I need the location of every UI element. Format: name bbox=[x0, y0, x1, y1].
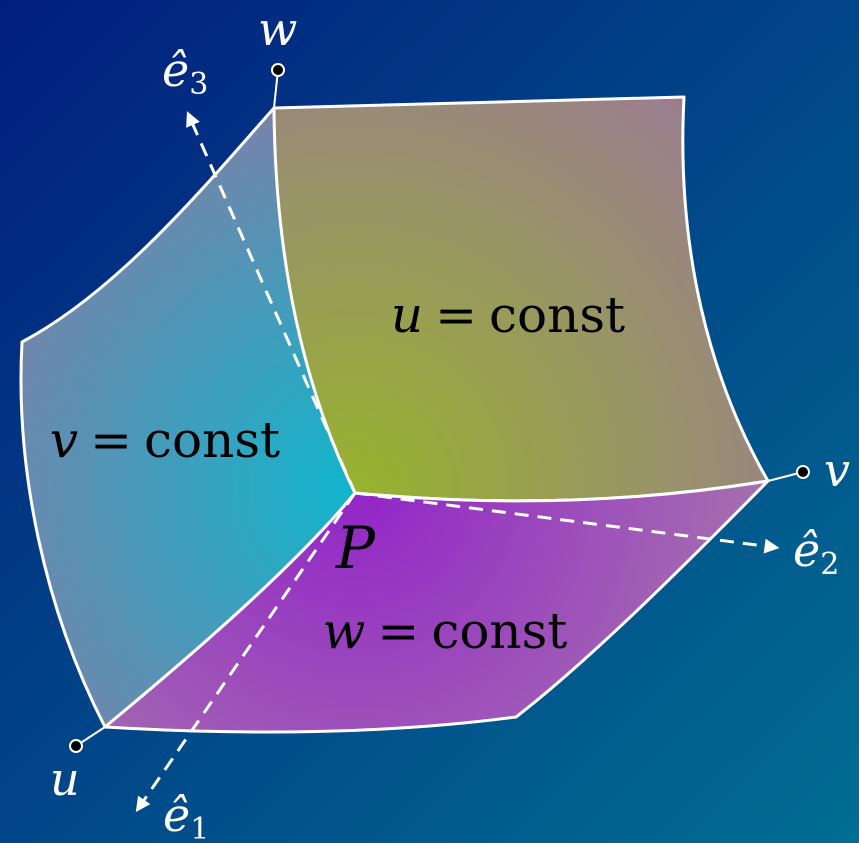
e1-label: ê1 bbox=[163, 788, 209, 843]
surface-v-label: v=const bbox=[50, 411, 280, 469]
surface-u-label: u=const bbox=[391, 286, 625, 344]
u-axis-label: u bbox=[50, 752, 80, 806]
e1-vector bbox=[135, 492, 357, 813]
v-axis-label: v bbox=[824, 443, 850, 497]
surface-w-const bbox=[103, 479, 770, 734]
w-axis-dot bbox=[271, 63, 285, 77]
surface-w-label: w=const bbox=[323, 602, 568, 660]
e2-label: ê2 bbox=[793, 523, 839, 582]
point-p-label: P bbox=[335, 514, 376, 582]
w-axis-label: w bbox=[258, 2, 297, 56]
e3-label: ê3 bbox=[162, 43, 208, 102]
e2-vector bbox=[354, 491, 780, 554]
u-axis-dot bbox=[69, 739, 83, 753]
v-axis-dot bbox=[796, 465, 810, 479]
